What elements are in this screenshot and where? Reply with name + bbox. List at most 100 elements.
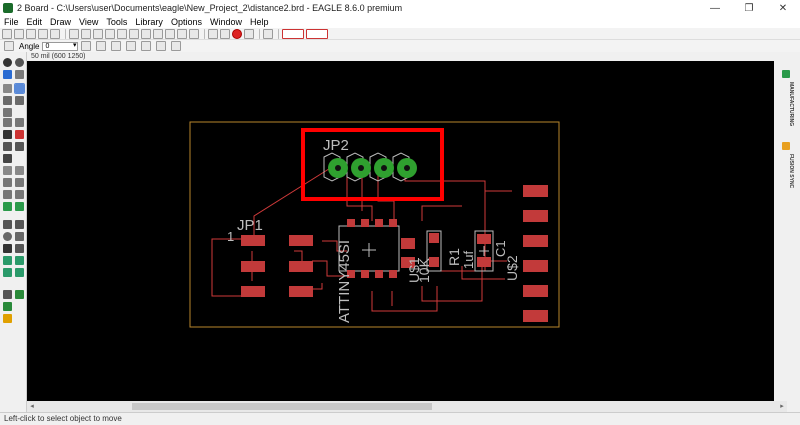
drc-icon[interactable] bbox=[3, 302, 12, 311]
angle-select[interactable]: 0 bbox=[42, 41, 79, 51]
scrollbar-thumb[interactable] bbox=[132, 403, 432, 410]
miter-icon[interactable] bbox=[15, 190, 24, 199]
menu-tools[interactable]: Tools bbox=[106, 17, 128, 27]
open-icon[interactable] bbox=[2, 28, 12, 39]
mirror-tool-icon[interactable] bbox=[3, 108, 12, 117]
mark-icon[interactable] bbox=[15, 70, 24, 79]
mirror-icon[interactable] bbox=[81, 41, 92, 51]
close-button[interactable]: ✕ bbox=[778, 2, 788, 14]
info-icon[interactable] bbox=[3, 58, 12, 67]
delete-icon[interactable] bbox=[3, 130, 12, 139]
menu-help[interactable]: Help bbox=[249, 17, 269, 27]
menu-window[interactable]: Window bbox=[209, 17, 242, 27]
pcb-quote-logo-icon[interactable] bbox=[282, 28, 304, 39]
autorouter-icon[interactable] bbox=[15, 290, 24, 299]
display-layers-icon[interactable] bbox=[3, 70, 12, 79]
minimize-button[interactable]: — bbox=[710, 2, 720, 14]
text-icon[interactable] bbox=[15, 220, 24, 229]
run-ulp-icon[interactable] bbox=[93, 28, 103, 39]
scroll-left-icon[interactable]: ◂ bbox=[30, 403, 34, 410]
menu-options[interactable]: Options bbox=[170, 17, 202, 27]
lock-icon[interactable] bbox=[3, 154, 12, 163]
signal-icon[interactable] bbox=[15, 256, 24, 265]
zoom-last-icon[interactable] bbox=[153, 28, 163, 39]
ic-pin bbox=[361, 219, 369, 227]
ripup-icon[interactable] bbox=[15, 202, 24, 211]
move-icon[interactable] bbox=[3, 84, 12, 93]
use-library-icon[interactable] bbox=[69, 28, 79, 39]
split-icon[interactable] bbox=[3, 166, 12, 175]
board-canvas[interactable]: JP2 JP1 1 ATTINY45SI U$1 10K R1 1uf C1 U… bbox=[27, 61, 774, 401]
grid-option-2-icon[interactable] bbox=[126, 41, 137, 51]
value-icon[interactable] bbox=[15, 142, 24, 151]
name-icon[interactable] bbox=[3, 142, 12, 151]
move-active-icon[interactable] bbox=[14, 83, 25, 94]
arc-icon[interactable] bbox=[15, 232, 24, 241]
print-icon[interactable] bbox=[26, 28, 36, 39]
zoom-full-icon[interactable] bbox=[189, 28, 199, 39]
group-icon[interactable] bbox=[3, 118, 12, 127]
main-toolbar bbox=[0, 28, 800, 40]
smash-icon[interactable] bbox=[3, 190, 12, 199]
maximize-button[interactable]: ❐ bbox=[744, 2, 754, 14]
zoom-in-icon[interactable] bbox=[117, 28, 127, 39]
menu-library[interactable]: Library bbox=[135, 17, 163, 27]
help-icon[interactable] bbox=[263, 28, 273, 39]
cut-icon[interactable] bbox=[15, 130, 24, 139]
fusion-sync-icon[interactable] bbox=[782, 142, 790, 150]
label-jp2: JP2 bbox=[323, 137, 349, 154]
errors-icon[interactable] bbox=[3, 314, 12, 323]
redraw-icon[interactable] bbox=[165, 28, 175, 39]
layer-settings-icon[interactable] bbox=[4, 41, 14, 51]
via-icon[interactable] bbox=[3, 256, 12, 265]
rotate-tool-icon[interactable] bbox=[15, 96, 24, 105]
change-icon[interactable] bbox=[3, 178, 12, 187]
cam-icon[interactable] bbox=[38, 28, 48, 39]
zoom-fit-icon[interactable] bbox=[105, 28, 115, 39]
menu-edit[interactable]: Edit bbox=[26, 17, 43, 27]
optimize-icon[interactable] bbox=[15, 166, 24, 175]
smd-pad bbox=[523, 235, 548, 247]
menu-draw[interactable]: Draw bbox=[50, 17, 72, 27]
tab-fusion-sync[interactable]: FUSION SYNC bbox=[788, 154, 794, 189]
wire-icon[interactable] bbox=[3, 220, 12, 229]
ic-pin bbox=[347, 219, 355, 227]
zoom-out-icon[interactable] bbox=[129, 28, 139, 39]
horizontal-scrollbar[interactable]: ◂ ▸ bbox=[27, 401, 787, 412]
scroll-right-icon[interactable]: ▸ bbox=[780, 403, 784, 410]
grid-option-3-icon[interactable] bbox=[141, 41, 152, 51]
grid-option-4-icon[interactable] bbox=[156, 41, 167, 51]
rect-icon[interactable] bbox=[3, 244, 12, 253]
go-icon[interactable] bbox=[244, 28, 254, 39]
replace-icon[interactable] bbox=[15, 178, 24, 187]
route-icon[interactable] bbox=[3, 202, 12, 211]
rotate-icon[interactable] bbox=[96, 41, 107, 51]
menu-file[interactable]: File bbox=[4, 17, 19, 27]
menu-view[interactable]: View bbox=[79, 17, 99, 27]
grid-option-5-icon[interactable] bbox=[171, 41, 182, 51]
ratsnest-icon[interactable] bbox=[3, 290, 12, 299]
grid-option-icon[interactable] bbox=[111, 41, 122, 51]
smd-pad bbox=[401, 257, 415, 268]
tab-manufacturing[interactable]: MANUFACTURING bbox=[788, 82, 794, 127]
copy-icon[interactable] bbox=[3, 96, 12, 105]
zoom-select-icon[interactable] bbox=[141, 28, 151, 39]
manufacturing-icon[interactable] bbox=[782, 70, 790, 78]
smd-pad bbox=[523, 310, 548, 322]
hole-icon[interactable] bbox=[3, 268, 12, 277]
smd-pad bbox=[523, 185, 548, 197]
circle-icon[interactable] bbox=[3, 232, 12, 241]
undo-icon[interactable] bbox=[208, 28, 218, 39]
fab-order-logo-icon[interactable] bbox=[306, 28, 328, 39]
stop-icon[interactable] bbox=[232, 28, 242, 39]
save-icon[interactable] bbox=[14, 28, 24, 39]
redo-icon[interactable] bbox=[220, 28, 230, 39]
script-icon[interactable] bbox=[81, 28, 91, 39]
board-icon[interactable] bbox=[50, 28, 60, 39]
paste-icon[interactable] bbox=[15, 118, 24, 127]
polygon-icon[interactable] bbox=[15, 244, 24, 253]
show-icon[interactable] bbox=[15, 58, 24, 67]
board-drawing: JP2 JP1 1 ATTINY45SI U$1 10K R1 1uf C1 U… bbox=[189, 121, 560, 328]
zoom-previous-icon[interactable] bbox=[177, 28, 187, 39]
attribute-icon[interactable] bbox=[15, 268, 24, 277]
